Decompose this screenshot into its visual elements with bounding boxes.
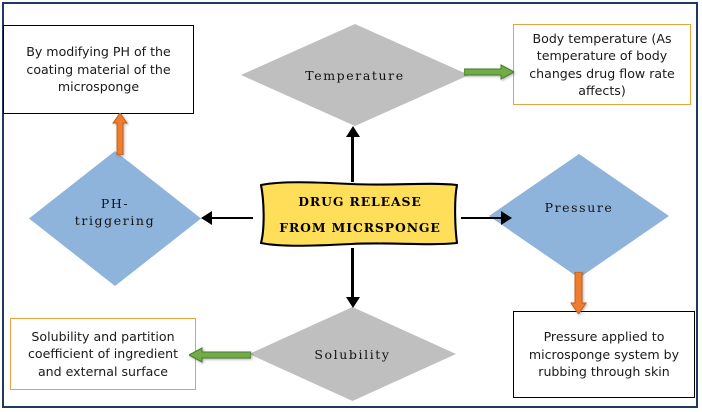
banner-text-line1: DRUG RELEASE <box>298 193 422 209</box>
arrow-head-down-icon <box>346 297 360 308</box>
connector-shaft <box>351 248 354 298</box>
node-ph-triggering: PH- triggering <box>29 151 201 286</box>
green-arrow-right-icon <box>463 64 516 80</box>
banner-wave-shape <box>259 181 459 247</box>
connector-solubility-to-note <box>187 347 252 363</box>
orange-arrow-down-icon <box>570 271 587 315</box>
orange-arrow-up-icon <box>112 112 128 156</box>
node-temperature-label: Temperature <box>305 67 405 83</box>
banner-text-line2: FROM MICRSPONGE <box>279 219 441 235</box>
note-ph-modification: By modifying PH of the coating material … <box>3 25 194 114</box>
green-arrow-left-icon <box>187 347 252 363</box>
note-solubility-partition-text: Solubility and partition coefficient of … <box>27 328 179 379</box>
arrow-head-right-icon <box>501 211 512 225</box>
connector-shaft <box>212 216 253 220</box>
node-pressure: Pressure <box>489 154 669 278</box>
banner-text: DRUG RELEASE FROM MICRSPONGE <box>251 180 463 248</box>
node-solubility-label: Solubility <box>314 346 391 362</box>
note-ph-modification-text: By modifying PH of the coating material … <box>26 44 171 95</box>
note-body-temperature: Body temperature (As temperature of body… <box>513 24 691 105</box>
connector-banner-to-solubility <box>346 248 360 308</box>
connector-temperature-to-note <box>463 64 516 80</box>
connector-banner-to-ph-triggering <box>201 211 253 225</box>
connector-banner-to-temperature <box>346 126 360 182</box>
note-pressure-applied-text: Pressure applied to microsponge system b… <box>528 329 680 380</box>
note-pressure-applied: Pressure applied to microsponge system b… <box>513 311 695 398</box>
note-body-temperature-text: Body temperature (As temperature of body… <box>529 30 675 98</box>
node-ph-triggering-label-line1: PH- <box>100 195 130 211</box>
node-temperature: Temperature <box>241 24 469 126</box>
note-solubility-partition: Solubility and partition coefficient of … <box>10 318 196 390</box>
node-solubility: Solubility <box>249 307 456 401</box>
node-ph-triggering-label: PH- triggering <box>51 196 178 230</box>
arrow-head-left-icon <box>201 211 212 225</box>
connector-banner-to-pressure <box>461 211 513 225</box>
drug-release-banner: DRUG RELEASE FROM MICRSPONGE <box>251 180 463 248</box>
arrow-head-up-icon <box>346 126 360 137</box>
node-pressure-label: Pressure <box>544 199 614 215</box>
node-ph-triggering-label-line2: triggering <box>74 212 156 228</box>
connector-pressure-to-note <box>570 271 587 315</box>
connector-shaft <box>351 134 354 182</box>
connector-shaft <box>461 216 502 220</box>
connector-ph-triggering-to-note <box>112 112 128 156</box>
